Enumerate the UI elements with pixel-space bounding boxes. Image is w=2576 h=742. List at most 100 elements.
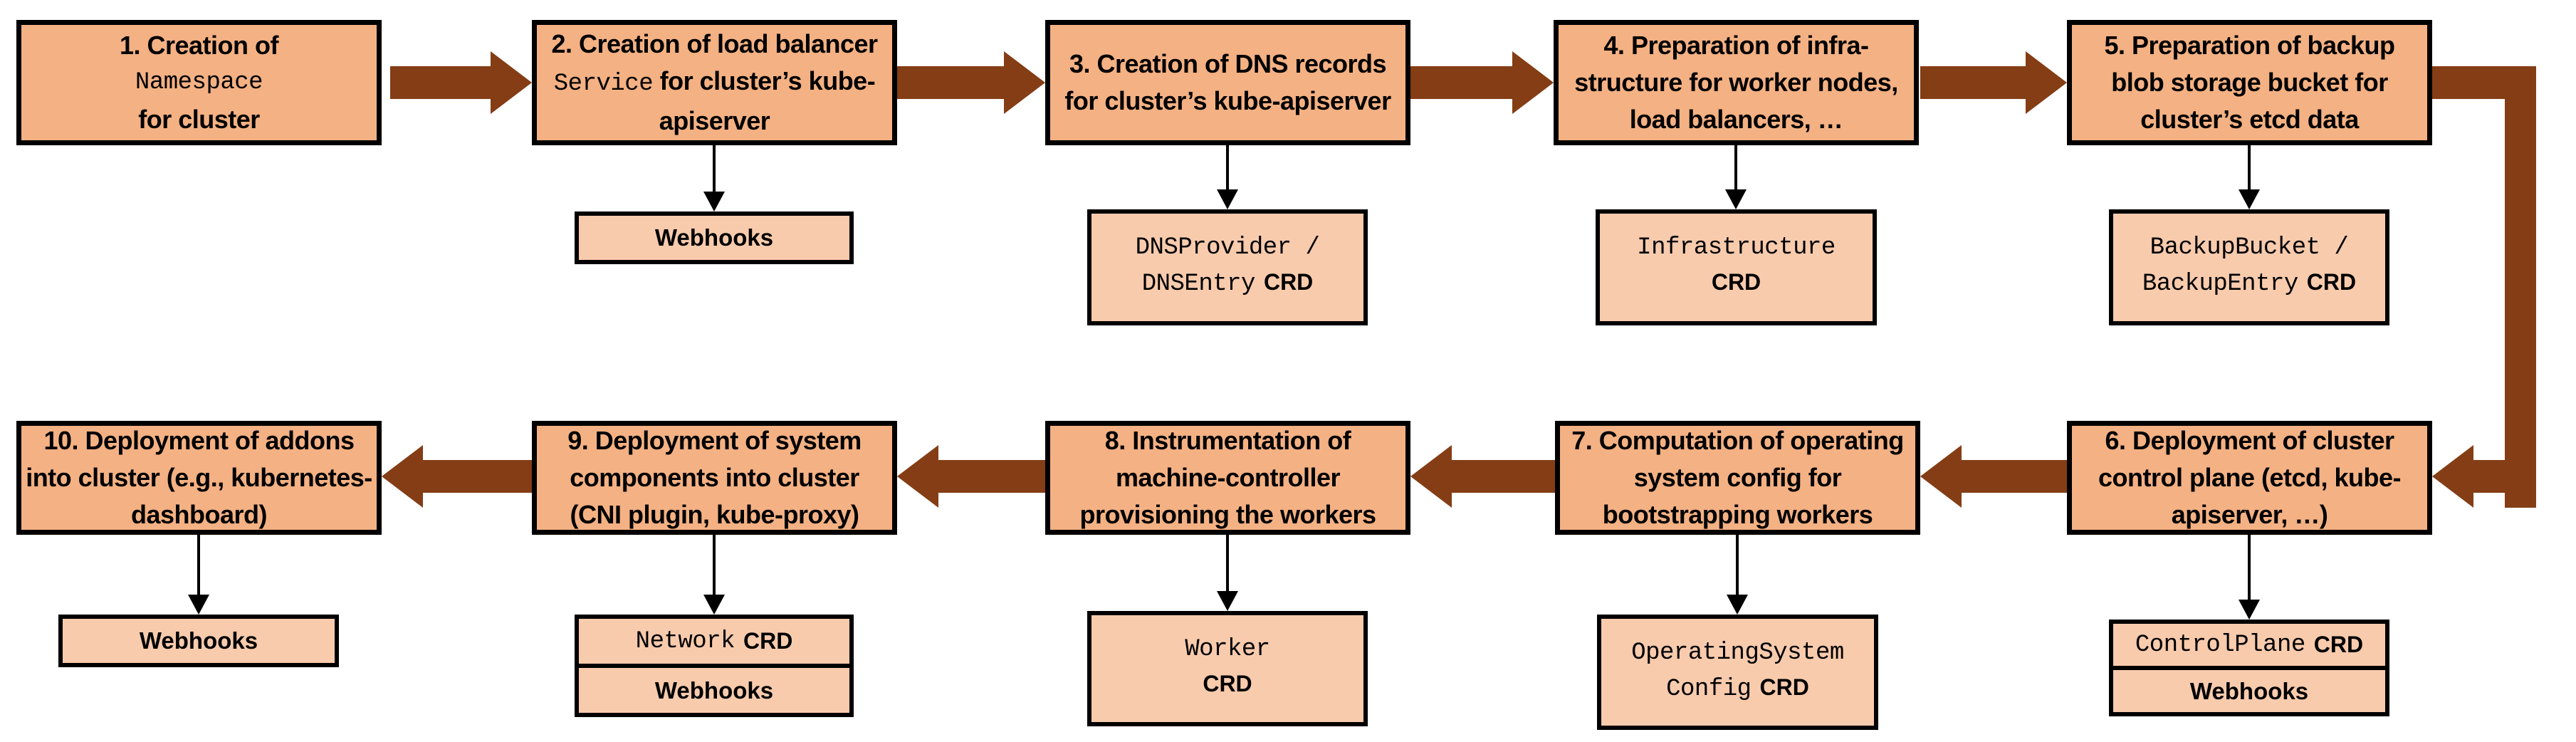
flow-arrow-step4-to-step5	[1920, 51, 2067, 114]
crd-name-config: Config	[1666, 675, 1752, 703]
crd-name-dnsentry: DNSEntry	[1141, 271, 1256, 298]
crd-name-controlplane: ControlPlane	[2135, 631, 2305, 659]
step-2-box: 2. Creation of load balancer Service for…	[532, 20, 897, 145]
flow-arrow-step3-to-step4	[1410, 51, 1554, 114]
crd-box-dnsprovider-dnsentry: DNSProvider / DNSEntry CRD	[1087, 209, 1368, 325]
step-1-text: 1. Creation of	[119, 31, 279, 60]
webhooks-box-step2: Webhooks	[575, 211, 854, 264]
step-3-box: 3. Creation of DNS records for cluster’s…	[1045, 20, 1410, 145]
arrow-head-icon	[2432, 445, 2473, 508]
arrow-head-icon	[188, 595, 209, 615]
arrow-line	[1226, 145, 1229, 191]
arrow-step4-to-infrastructure-crd	[1725, 145, 1747, 209]
step-10-label: 10. Deployment of addons into cluster (e…	[26, 426, 372, 529]
crd-box-operatingsystemconfig: OperatingSystem Config CRD	[1597, 615, 1878, 730]
webhooks-box-step10: Webhooks	[58, 615, 339, 667]
arrow-head-icon	[491, 51, 532, 114]
arrow-head-icon	[703, 595, 725, 615]
step-6-label: 6. Deployment of cluster control plane (…	[2098, 426, 2402, 529]
arrow-bar	[1959, 460, 2067, 493]
arrow-step5-to-backup-crd	[2239, 145, 2260, 209]
crd-box-infrastructure: Infrastructure CRD	[1596, 209, 1877, 325]
arrow-line	[2248, 535, 2251, 601]
crd-box-worker: Worker CRD	[1087, 611, 1368, 726]
step-8-label: 8. Instrumentation of machine-controller…	[1079, 426, 1376, 529]
crd-name-operatingsystem: OperatingSystem	[1631, 639, 1844, 667]
step-1-code: Namespace	[135, 69, 263, 96]
crd-name-dnsprovider: DNSProvider /	[1135, 234, 1320, 261]
crd-suffix: CRD	[2313, 632, 2364, 657]
step-2-code: Service	[553, 70, 654, 98]
arrow-line	[713, 145, 716, 193]
step-2-text-after: for cluster’s kube-apiserver	[653, 66, 876, 135]
crd-name-backupbucket: BackupBucket /	[2150, 234, 2349, 261]
arrow-head-icon	[2239, 600, 2260, 620]
webhooks-label: Webhooks	[654, 676, 774, 704]
crd-box-backupbucket-backupentry: BackupBucket / BackupEntry CRD	[2109, 209, 2389, 325]
webhooks-box-step6: Webhooks	[2109, 666, 2389, 716]
step-1-box: 1. Creation of Namespace for cluster	[16, 20, 382, 145]
arrow-head-icon	[703, 192, 725, 211]
arrow-line	[713, 535, 716, 596]
arrow-head-icon	[2026, 51, 2067, 114]
arrow-head-icon	[1920, 445, 1962, 508]
step-1-label: 1. Creation of Namespace for cluster	[115, 27, 283, 138]
arrow-head-icon	[1217, 189, 1238, 209]
webhooks-label: Webhooks	[654, 224, 774, 251]
arrow-bar	[1449, 460, 1555, 493]
crd-suffix: CRD	[1759, 674, 1809, 700]
crd-box-controlplane: ControlPlane CRD	[2109, 620, 2389, 670]
arrow-head-icon	[1410, 445, 1452, 508]
step-5-box: 5. Preparation of backup blob storage bu…	[2067, 20, 2432, 145]
arrow-head-icon	[1217, 591, 1238, 611]
crd-name-backupentry: BackupEntry	[2142, 271, 2298, 298]
step-10-box: 10. Deployment of addons into cluster (e…	[16, 421, 382, 535]
arrow-step2-to-webhooks	[703, 145, 725, 211]
arrow-bar	[897, 66, 1007, 99]
step-7-label: 7. Computation of operating system confi…	[1571, 426, 1904, 529]
arrow-step9-to-network-crd	[703, 535, 725, 615]
webhooks-label: Webhooks	[139, 627, 258, 654]
step-1-text-after: for cluster	[138, 105, 260, 134]
step-8-box: 8. Instrumentation of machine-controller…	[1045, 421, 1410, 535]
flow-arrow-step2-to-step3	[897, 51, 1045, 114]
connector-bottom-bar	[2468, 460, 2508, 493]
flow-arrow-step7-to-step8	[1410, 445, 1555, 508]
crd-suffix: CRD	[2306, 269, 2357, 295]
arrow-line	[1226, 535, 1229, 592]
crd-suffix: CRD	[1711, 269, 1761, 295]
step-6-box: 6. Deployment of cluster control plane (…	[2067, 421, 2432, 535]
arrow-head-icon	[1725, 189, 1747, 209]
arrow-step6-to-controlplane-crd	[2239, 535, 2260, 620]
flow-arrow-step1-to-step2	[390, 51, 532, 114]
arrow-step7-to-osc-crd	[1727, 535, 1748, 615]
step-4-label: 4. Preparation of infra-structure for wo…	[1574, 31, 1898, 134]
step-3-label: 3. Creation of DNS records for cluster’s…	[1064, 49, 1391, 115]
arrow-line	[1736, 535, 1739, 596]
arrow-head-icon	[382, 445, 423, 508]
crd-name-infrastructure: Infrastructure	[1637, 234, 1836, 261]
crd-suffix: CRD	[1203, 670, 1252, 696]
arrow-bar	[936, 460, 1045, 493]
flow-arrow-step6-to-step7	[1920, 445, 2067, 508]
step-2-label: 2. Creation of load balancer Service for…	[537, 26, 892, 140]
arrow-head-icon	[1004, 51, 1045, 114]
crd-box-network: Network CRD	[575, 615, 854, 668]
crd-suffix: CRD	[1263, 269, 1314, 295]
artifact-stack-step9: Network CRD Webhooks	[575, 615, 854, 717]
webhooks-box-step9: Webhooks	[575, 664, 854, 717]
arrow-bar	[390, 66, 493, 99]
step-2-text: 2. Creation of load balancer	[551, 29, 878, 58]
arrow-step8-to-worker-crd	[1217, 535, 1238, 611]
crd-suffix: CRD	[743, 628, 793, 654]
arrow-line	[1734, 145, 1737, 191]
crd-name-worker: Worker	[1185, 635, 1270, 663]
arrow-bar	[1410, 66, 1515, 99]
arrow-head-icon	[1727, 595, 1748, 615]
arrow-head-icon	[1512, 51, 1554, 114]
flow-arrow-step8-to-step9	[897, 445, 1045, 508]
crd-name-network: Network	[635, 627, 735, 655]
step-7-box: 7. Computation of operating system confi…	[1555, 421, 1920, 535]
flow-arrow-step9-to-step10	[382, 445, 532, 508]
